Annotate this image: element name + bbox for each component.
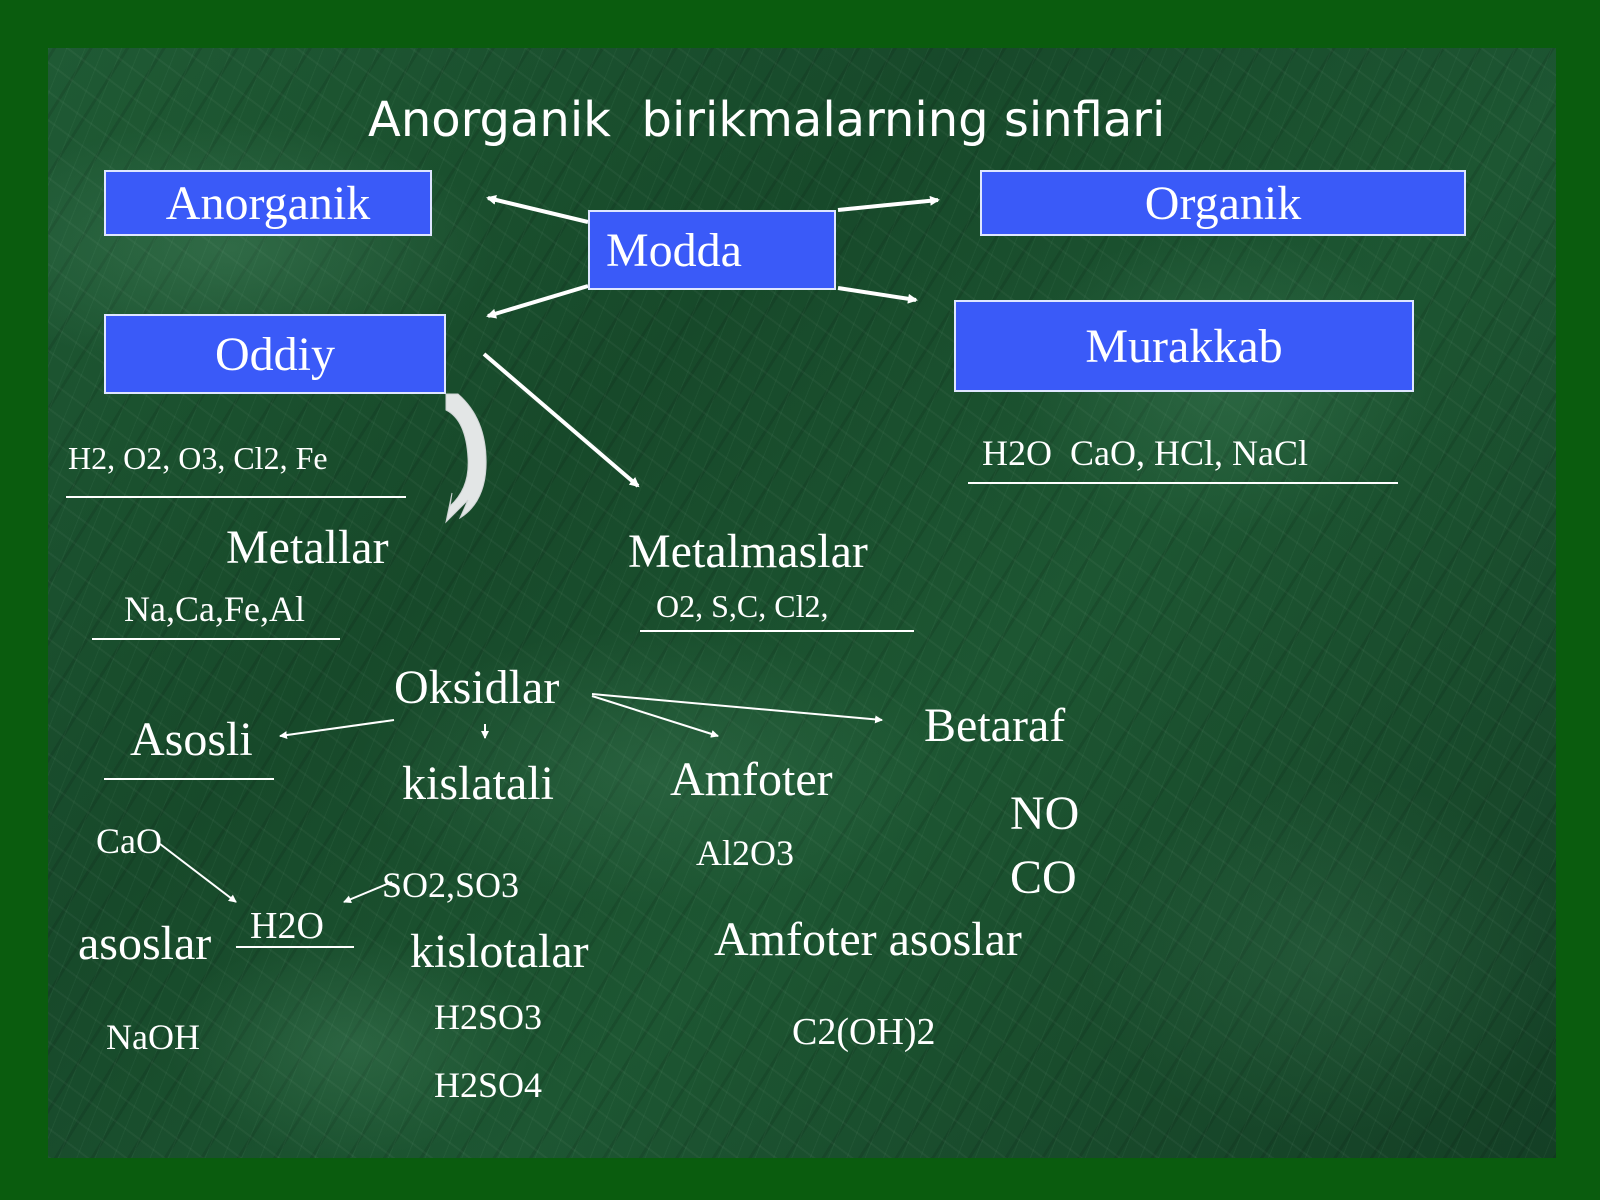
arrow-modda-anorganik <box>486 195 589 224</box>
kislotalar-example-1: H2SO3 <box>434 997 543 1037</box>
murakkab-underline <box>968 482 1398 484</box>
metalmaslar-underline <box>640 630 914 632</box>
box-anorganik: Anorganik <box>104 170 432 236</box>
arrow-oksidlar-betaraf <box>591 693 883 724</box>
reaction-so: SO2,SO3 <box>382 865 520 905</box>
asoslar-label: asoslar <box>78 917 212 970</box>
box-modda: Modda <box>588 210 836 290</box>
arrow-modda-organik <box>837 195 940 212</box>
slide-title: Anorganik birikmalarning sinflari <box>368 92 1166 148</box>
curved-arrow-metallar <box>445 393 487 524</box>
arrow-oddiy-metalmaslar <box>482 352 640 488</box>
asoslar-example: NaOH <box>106 1017 200 1057</box>
arrows-layer <box>159 195 940 903</box>
oksidlar-label: Oksidlar <box>394 661 560 714</box>
kislotalar-example-2: H2SO4 <box>434 1065 543 1105</box>
amfoter-asoslar-label: Amfoter asoslar <box>714 913 1022 966</box>
oddiy-examples: H2, O2, O3, Cl2, Fe <box>68 440 328 476</box>
betaraf-example-no: NO <box>1010 787 1080 840</box>
reaction-cao: CaO <box>96 821 162 861</box>
arrow-oksidlar-asosli <box>279 719 395 739</box>
metalmaslar-examples: O2, S,C, Cl2, <box>656 588 829 624</box>
water-underline <box>236 946 354 948</box>
box-murakkab: Murakkab <box>954 300 1414 392</box>
amfoter-asoslar-example: C2(OH)2 <box>792 1011 936 1053</box>
metallar-underline <box>92 638 340 640</box>
arrow-modda-murakkab <box>837 286 918 304</box>
arrow-oksidlar-amfoter <box>591 695 719 738</box>
box-organik: Organik <box>980 170 1466 236</box>
metallar-examples: Na,Ca,Fe,Al <box>124 589 305 629</box>
amfoter-label: Amfoter <box>670 753 833 806</box>
arrow-cao-h2o <box>159 843 237 903</box>
metalmaslar-label: Metalmaslar <box>628 525 868 578</box>
slide-canvas: Anorganik birikmalarning sinflari Anorga… <box>48 48 1556 1158</box>
asosli-underline <box>104 778 274 780</box>
kislotalar-label: kislotalar <box>410 925 589 978</box>
kislatali-label: kislatali <box>402 757 554 810</box>
amfoter-example: Al2O3 <box>696 833 794 873</box>
arrow-so-h2o <box>343 881 393 903</box>
betaraf-example-co: CO <box>1010 851 1077 904</box>
asosli-label: Asosli <box>130 713 253 766</box>
box-oddiy: Oddiy <box>104 314 446 394</box>
murakkab-examples: H2O CaO, HCl, NaCl <box>982 433 1308 473</box>
oddiy-underline <box>66 496 406 498</box>
betaraf-label: Betaraf <box>924 699 1066 752</box>
metallar-label: Metallar <box>226 521 389 574</box>
reaction-water: H2O <box>250 905 324 947</box>
arrow-modda-oddiy <box>486 284 589 319</box>
